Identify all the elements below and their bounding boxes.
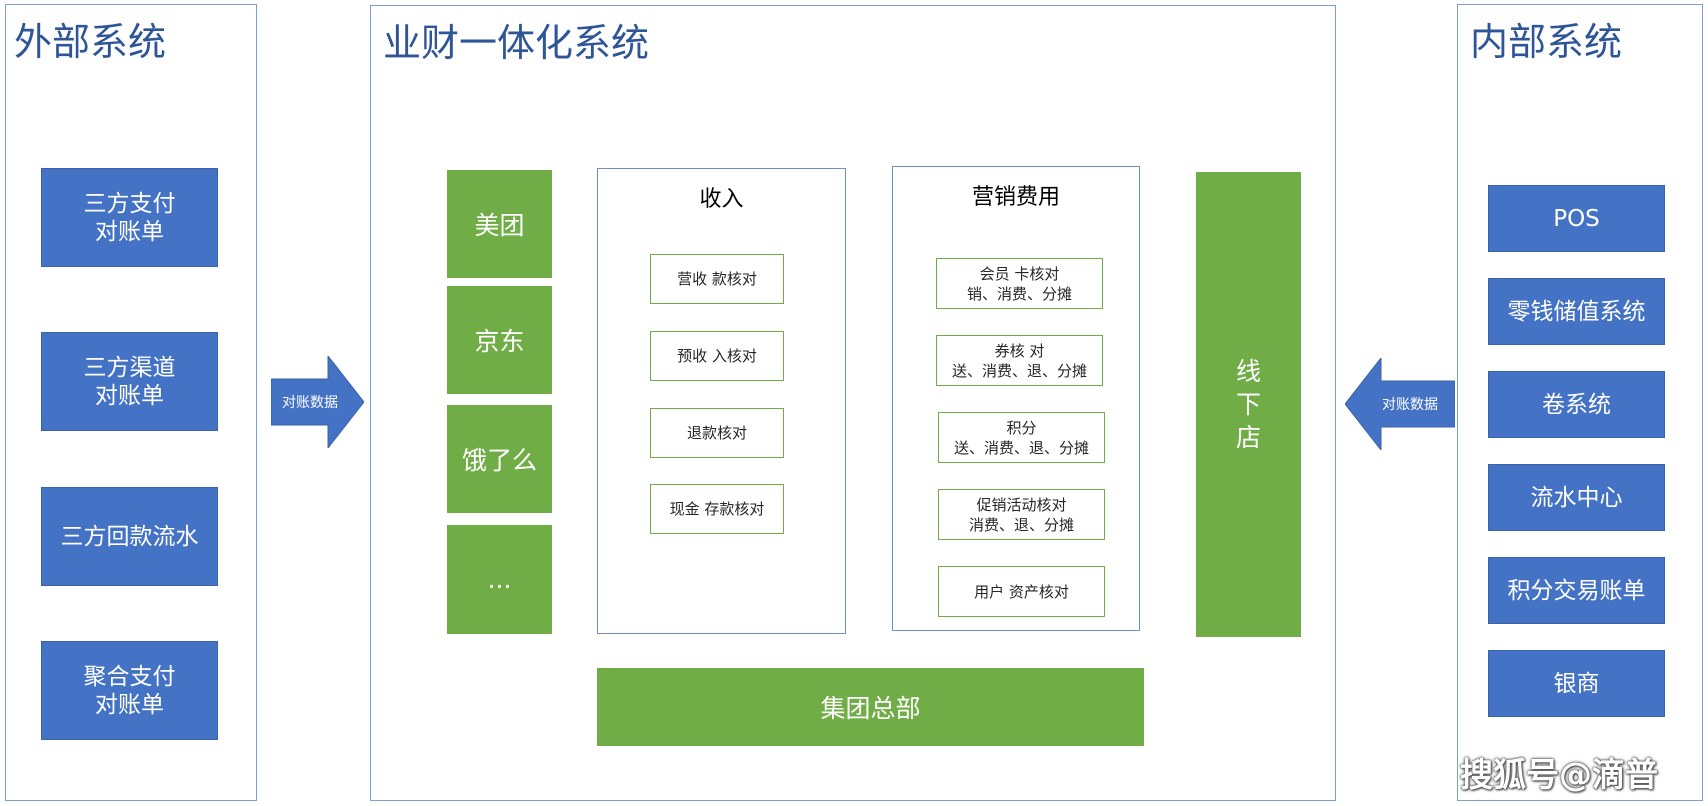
external-item-aggregate-payment: 聚合支付 对账单 [41,641,218,740]
offline-store: 线 下 店 [1196,172,1301,637]
channel-more: ... [447,525,552,634]
income-item-advance-check: 预收 入核对 [650,331,784,381]
marketing-panel: 营销费用 [892,166,1140,631]
internal-item-yinshang: 银商 [1488,650,1665,717]
channel-jd: 京东 [447,286,552,394]
group-headquarters: 集团总部 [597,668,1144,746]
right-arrow-label: 对账数据 [1382,397,1438,413]
marketing-item-coupon: 券核 对 送、消费、退、分摊 [936,335,1103,386]
left-arrow-label: 对账数据 [282,395,338,411]
watermark-text: 搜狐号@滴普 [1460,755,1658,794]
internal-system-title: 内部系统 [1470,20,1623,64]
income-item-cash-deposit-check: 现金 存款核对 [650,484,784,534]
channel-meituan: 美团 [447,170,552,278]
internal-item-change-stored-value: 零钱储值系统 [1488,278,1665,345]
income-title: 收入 [699,187,744,212]
income-item-revenue-check: 营收 款核对 [650,254,784,304]
external-item-third-party-payment: 三方支付 对账单 [41,168,218,267]
marketing-title: 营销费用 [971,185,1060,210]
internal-item-flow-center: 流水中心 [1488,464,1665,531]
internal-item-pos: POS [1488,185,1665,252]
external-item-third-party-receipts: 三方回款流水 [41,487,218,586]
internal-item-points-transactions: 积分交易账单 [1488,557,1665,624]
right-arrow-icon [1345,358,1455,450]
left-arrow-icon [271,356,364,448]
finance-system-title: 业财一体化系统 [383,21,650,65]
income-item-refund-check: 退款核对 [650,408,784,458]
internal-item-coupon-system: 卷系统 [1488,371,1665,438]
marketing-item-user-assets: 用户 资产核对 [938,566,1105,617]
marketing-item-points: 积分 送、消费、退、分摊 [938,412,1105,463]
marketing-item-promotion: 促销活动核对 消费、退、分摊 [938,489,1105,540]
channel-eleme: 饿了么 [447,405,552,513]
marketing-item-membership-card: 会员 卡核对 销、消费、分摊 [936,258,1103,309]
external-item-third-party-channel: 三方渠道 对账单 [41,332,218,431]
income-panel: 收入 [597,168,846,634]
external-system-title: 外部系统 [14,20,167,64]
